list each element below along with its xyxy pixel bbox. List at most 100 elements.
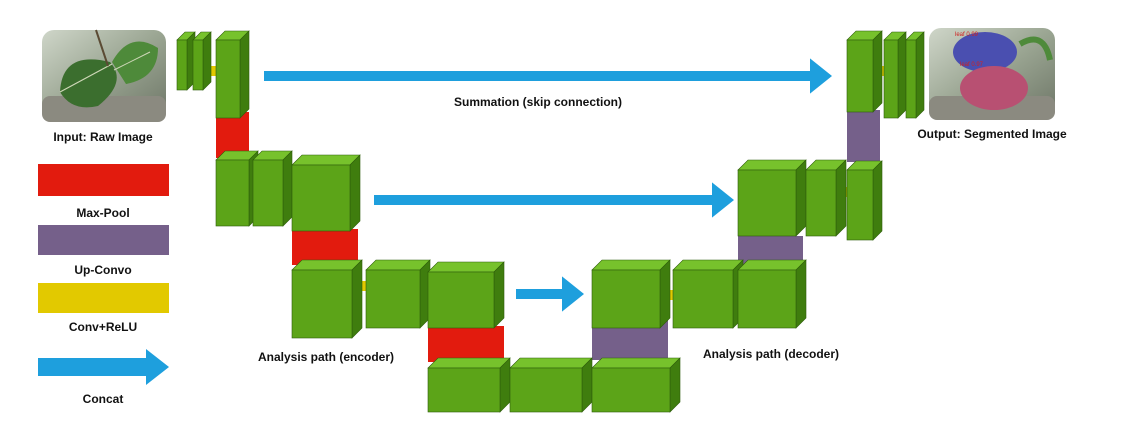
conv-block-front bbox=[883, 39, 899, 119]
conv-block-top bbox=[291, 154, 361, 166]
conv-block-top bbox=[427, 357, 511, 369]
conv-block-dec2-b bbox=[805, 159, 847, 237]
encoder-label: Analysis path (encoder) bbox=[258, 350, 394, 364]
conv-block-enc1-c bbox=[215, 30, 250, 119]
conv-block-top bbox=[591, 357, 681, 369]
output-label: Output: Segmented Image bbox=[917, 127, 1067, 141]
connection-arrows bbox=[264, 58, 832, 312]
maxpool-block bbox=[292, 229, 358, 265]
conv-block-side bbox=[499, 357, 511, 413]
conv-block-front bbox=[427, 367, 501, 413]
skip-arrow-level1 bbox=[264, 58, 832, 94]
conv-block-top bbox=[672, 259, 744, 271]
input-image bbox=[42, 29, 166, 122]
conv-block-enc2-b bbox=[252, 150, 293, 227]
conv-block-front bbox=[365, 269, 421, 329]
legend-upconv-swatch bbox=[38, 225, 169, 255]
conv-block-front bbox=[252, 159, 284, 227]
conv-block-front bbox=[737, 269, 797, 329]
input-label: Input: Raw Image bbox=[53, 130, 153, 144]
conv-block-front bbox=[591, 367, 671, 413]
network-blocks bbox=[176, 30, 925, 413]
conv-block-side bbox=[351, 259, 363, 339]
legend-convrelu-label: Conv+ReLU bbox=[69, 320, 137, 334]
conv-block-top bbox=[737, 159, 807, 171]
conv-block-front bbox=[905, 39, 917, 119]
conv-block-side bbox=[897, 31, 907, 119]
conv-block-dec2-c bbox=[846, 160, 883, 241]
conv-block-dec1-c bbox=[905, 31, 925, 119]
legend: Max-Pool Up-Convo Conv+ReLU Concat bbox=[38, 164, 169, 406]
conv-block-front bbox=[591, 269, 661, 329]
legend-maxpool-label: Max-Pool bbox=[76, 206, 129, 220]
conv-block-front bbox=[427, 271, 495, 329]
legend-convrelu-swatch bbox=[38, 283, 169, 313]
conv-block-side bbox=[349, 154, 361, 232]
conv-block-top bbox=[365, 259, 431, 271]
conv-block-side bbox=[795, 159, 807, 237]
conv-block-dec1-a bbox=[846, 30, 883, 113]
conv-block-front bbox=[737, 169, 797, 237]
conv-block-enc2-a bbox=[215, 150, 259, 227]
conv-block-side bbox=[239, 30, 250, 119]
conv-block-side bbox=[493, 261, 505, 329]
conv-block-front bbox=[215, 39, 241, 119]
conv-block-bottleneck-c bbox=[591, 357, 681, 413]
conv-block-side bbox=[872, 30, 883, 113]
conv-block-side bbox=[581, 357, 593, 413]
legend-concat-arrow bbox=[38, 349, 169, 385]
output-tag-2: leaf 0.97 bbox=[960, 62, 984, 68]
conv-block-side bbox=[915, 31, 925, 119]
conv-block-front bbox=[176, 39, 188, 91]
conv-block-side bbox=[282, 150, 293, 227]
conv-block-front bbox=[805, 169, 837, 237]
maxpool-block bbox=[216, 112, 249, 158]
conv-block-front bbox=[291, 269, 353, 339]
conv-block-bottleneck-b bbox=[509, 357, 593, 413]
skip-arrow-level2 bbox=[374, 182, 734, 218]
conv-block-front bbox=[846, 169, 874, 241]
conv-block-side bbox=[835, 159, 847, 237]
conv-block-enc3-b bbox=[365, 259, 431, 329]
skip-connection-label: Summation (skip connection) bbox=[454, 95, 622, 109]
conv-block-enc3-a bbox=[291, 259, 363, 339]
decoder-label: Analysis path (decoder) bbox=[703, 347, 839, 361]
maxpool-block bbox=[428, 326, 504, 362]
conv-block-side bbox=[202, 31, 212, 91]
conv-block-dec2-a bbox=[737, 159, 807, 237]
conv-block-front bbox=[215, 159, 250, 227]
conv-block-front bbox=[509, 367, 583, 413]
conv-block-enc2-c bbox=[291, 154, 361, 232]
conv-block-enc3-c bbox=[427, 261, 505, 329]
conv-block-enc1-b bbox=[192, 31, 212, 91]
conv-block-dec3-b bbox=[672, 259, 744, 329]
conv-block-side bbox=[669, 357, 681, 413]
conv-block-dec1-b bbox=[883, 31, 907, 119]
skip-arrow-level3 bbox=[516, 276, 584, 312]
conv-block-front bbox=[291, 164, 351, 232]
conv-block-dec3-c bbox=[737, 259, 807, 329]
output-image: leaf 0.99 leaf 0.97 bbox=[929, 28, 1055, 120]
output-tag-1: leaf 0.99 bbox=[955, 32, 979, 38]
legend-concat-label: Concat bbox=[83, 392, 124, 406]
segmented-leaf-red bbox=[960, 66, 1028, 110]
conv-block-top bbox=[737, 259, 807, 271]
conv-block-side bbox=[872, 160, 883, 241]
conv-block-top bbox=[591, 259, 671, 271]
conv-block-front bbox=[846, 39, 874, 113]
conv-block-side bbox=[795, 259, 807, 329]
conv-block-front bbox=[192, 39, 204, 91]
conv-block-front bbox=[672, 269, 734, 329]
legend-upconv-label: Up-Convo bbox=[74, 263, 131, 277]
conv-block-top bbox=[427, 261, 505, 273]
segmented-leaf-blue bbox=[953, 32, 1017, 72]
conv-block-top bbox=[509, 357, 593, 369]
upconv-block bbox=[847, 110, 880, 162]
conv-block-top bbox=[291, 259, 363, 271]
legend-maxpool-swatch bbox=[38, 164, 169, 196]
conv-block-enc1-a bbox=[176, 31, 196, 91]
conv-block-dec3-a bbox=[591, 259, 671, 329]
conv-block-bottleneck-a bbox=[427, 357, 511, 413]
conv-block-side bbox=[659, 259, 671, 329]
